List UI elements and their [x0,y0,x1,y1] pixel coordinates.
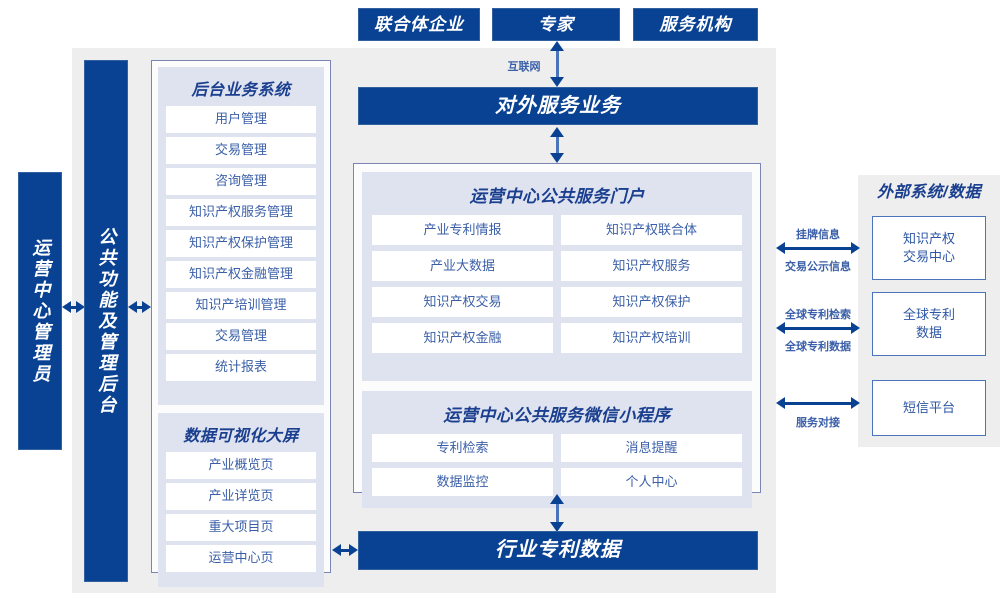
external-edge-label-1-below: 交易公示信息 [785,261,851,273]
miniprogram-item-label-1: 专利检索 [436,439,489,455]
industry-patent-data-label: 行业专利数据 [495,539,621,561]
backend-item-9[interactable]: 统计报表 [166,354,316,381]
portal-item-label-6: 知识产权保护 [612,293,691,309]
backend-item-2[interactable]: 交易管理 [166,137,316,164]
backend-column-frame: 后台业务系统 用户管理 交易管理 咨询管理 知识产权服务管理 知识产权保护管理 … [151,60,331,587]
data-screen-item-4[interactable]: 运营中心页 [166,545,316,572]
external-system-1-line2: 交易中心 [902,249,955,264]
backend-item-7[interactable]: 知识产培训管理 [166,292,316,319]
external-service-bar[interactable]: 对外服务业务 [358,87,758,125]
left-actor-label: 运营中心管理员 [30,237,51,385]
internet-label: 互联网 [507,61,541,73]
backend-item-label-1: 用户管理 [214,111,267,127]
external-edge-label-2-above: 全球专利检索 [785,309,851,321]
external-systems-title: 外部系统/数据 [877,184,981,201]
arrow-portal-to-data [548,494,566,532]
external-system-1-line1: 知识产权 [902,231,955,247]
backend-item-label-6: 知识产权金融管理 [188,266,293,282]
miniprogram-group: 运营中心公共服务微信小程序 专利检索 消息提醒 数据监控 个人中心 [362,391,752,508]
portal-item-label-2: 知识产权联合体 [605,221,697,237]
backend-item-label-2: 交易管理 [214,142,267,158]
arrow-external-2 [776,321,860,335]
data-screen-item-2[interactable]: 产业详览页 [166,483,316,510]
portal-item-8[interactable]: 知识产权培训 [561,323,742,353]
portal-item-3[interactable]: 产业大数据 [372,251,553,281]
portal-item-6[interactable]: 知识产权保护 [561,287,742,317]
external-edge-label-1-above: 挂牌信息 [796,229,840,241]
data-screen-title: 数据可视化大屏 [183,428,299,445]
external-service-label: 对外服务业务 [495,94,621,117]
portal-item-label-3: 产业大数据 [429,257,495,273]
top-actor-box-3[interactable]: 服务机构 [633,8,758,41]
external-edge-label-3-below: 服务对接 [796,417,840,429]
top-actor-label-3: 服务机构 [659,14,732,34]
portal-item-label-5: 知识产权交易 [423,293,502,309]
external-system-box-3[interactable]: 短信平台 [872,380,986,436]
backend-item-label-3: 咨询管理 [214,173,267,189]
miniprogram-title: 运营中心公共服务微信小程序 [443,406,671,425]
backend-item-5[interactable]: 知识产权保护管理 [166,230,316,257]
portal-item-1[interactable]: 产业专利情报 [372,215,553,245]
data-screen-item-3[interactable]: 重大项目页 [166,514,316,541]
data-screen-item-label-4: 运营中心页 [208,550,274,566]
left-actor-box[interactable]: 运营中心管理员 [18,172,62,450]
backend-item-label-8: 交易管理 [214,328,267,344]
external-system-3-line1: 短信平台 [902,400,955,416]
portal-item-5[interactable]: 知识产权交易 [372,287,553,317]
data-screen-item-label-2: 产业详览页 [208,488,274,504]
admin-backend-label: 公共功能及管理后台 [96,226,117,416]
top-actor-box-1[interactable]: 联合体企业 [358,8,480,41]
industry-patent-data-bar[interactable]: 行业专利数据 [358,531,758,570]
backend-item-8[interactable]: 交易管理 [166,323,316,350]
arrow-admin-to-actor [62,300,85,314]
external-system-2-line1: 全球专利 [902,307,955,323]
portal-item-label-8: 知识产权培训 [612,329,691,345]
backend-item-1[interactable]: 用户管理 [166,106,316,133]
top-actor-label-2: 专家 [538,14,574,34]
external-system-box-2[interactable]: 全球专利 数据 [872,292,986,356]
backend-item-6[interactable]: 知识产权金融管理 [166,261,316,288]
miniprogram-item-label-3: 数据监控 [436,473,489,489]
portal-item-4[interactable]: 知识产权服务 [561,251,742,281]
backend-item-3[interactable]: 咨询管理 [166,168,316,195]
arrow-backend-to-data [332,543,358,557]
backend-item-label-7: 知识产培训管理 [195,297,287,313]
arrow-service-to-portal [548,127,566,163]
data-screen-group: 数据可视化大屏 产业概览页 产业详览页 重大项目页 运营中心页 [158,413,324,587]
backend-system-group: 后台业务系统 用户管理 交易管理 咨询管理 知识产权服务管理 知识产权保护管理 … [158,67,324,405]
miniprogram-item-label-4: 个人中心 [625,473,678,489]
data-screen-item-1[interactable]: 产业概览页 [166,452,316,479]
arrow-external-3 [776,396,860,410]
backend-item-label-4: 知识产权服务管理 [188,204,293,220]
miniprogram-item-2[interactable]: 消息提醒 [561,434,742,462]
portal-frame: 运营中心公共服务门户 产业专利情报 知识产权联合体 产业大数据 知识产权服务 知… [353,163,761,508]
portal-item-label-7: 知识产权金融 [423,329,502,345]
data-screen-item-label-3: 重大项目页 [208,519,274,535]
miniprogram-item-3[interactable]: 数据监控 [372,468,553,496]
backend-item-label-5: 知识产权保护管理 [188,235,293,251]
arrow-external-1 [776,241,860,255]
backend-system-title: 后台业务系统 [191,82,291,99]
arrow-internet [548,41,566,87]
portal-title: 运营中心公共服务门户 [469,187,645,206]
portal-item-7[interactable]: 知识产权金融 [372,323,553,353]
data-screen-item-label-1: 产业概览页 [208,457,274,473]
backend-item-4[interactable]: 知识产权服务管理 [166,199,316,226]
arrow-admin-to-backend [128,300,151,314]
miniprogram-item-4[interactable]: 个人中心 [561,468,742,496]
external-edge-label-2-below: 全球专利数据 [785,341,851,353]
portal-group: 运营中心公共服务门户 产业专利情报 知识产权联合体 产业大数据 知识产权服务 知… [362,172,752,381]
backend-item-label-9: 统计报表 [214,359,267,375]
top-actor-label-1: 联合体企业 [374,14,464,34]
admin-backend-bar[interactable]: 公共功能及管理后台 [84,60,128,582]
portal-item-label-1: 产业专利情报 [423,221,502,237]
portal-item-2[interactable]: 知识产权联合体 [561,215,742,245]
miniprogram-item-1[interactable]: 专利检索 [372,434,553,462]
top-actor-box-2[interactable]: 专家 [492,8,620,41]
external-system-box-1[interactable]: 知识产权 交易中心 [872,216,986,280]
external-system-2-line2: 数据 [915,325,942,340]
miniprogram-item-label-2: 消息提醒 [625,439,678,455]
portal-item-label-4: 知识产权服务 [612,257,691,273]
